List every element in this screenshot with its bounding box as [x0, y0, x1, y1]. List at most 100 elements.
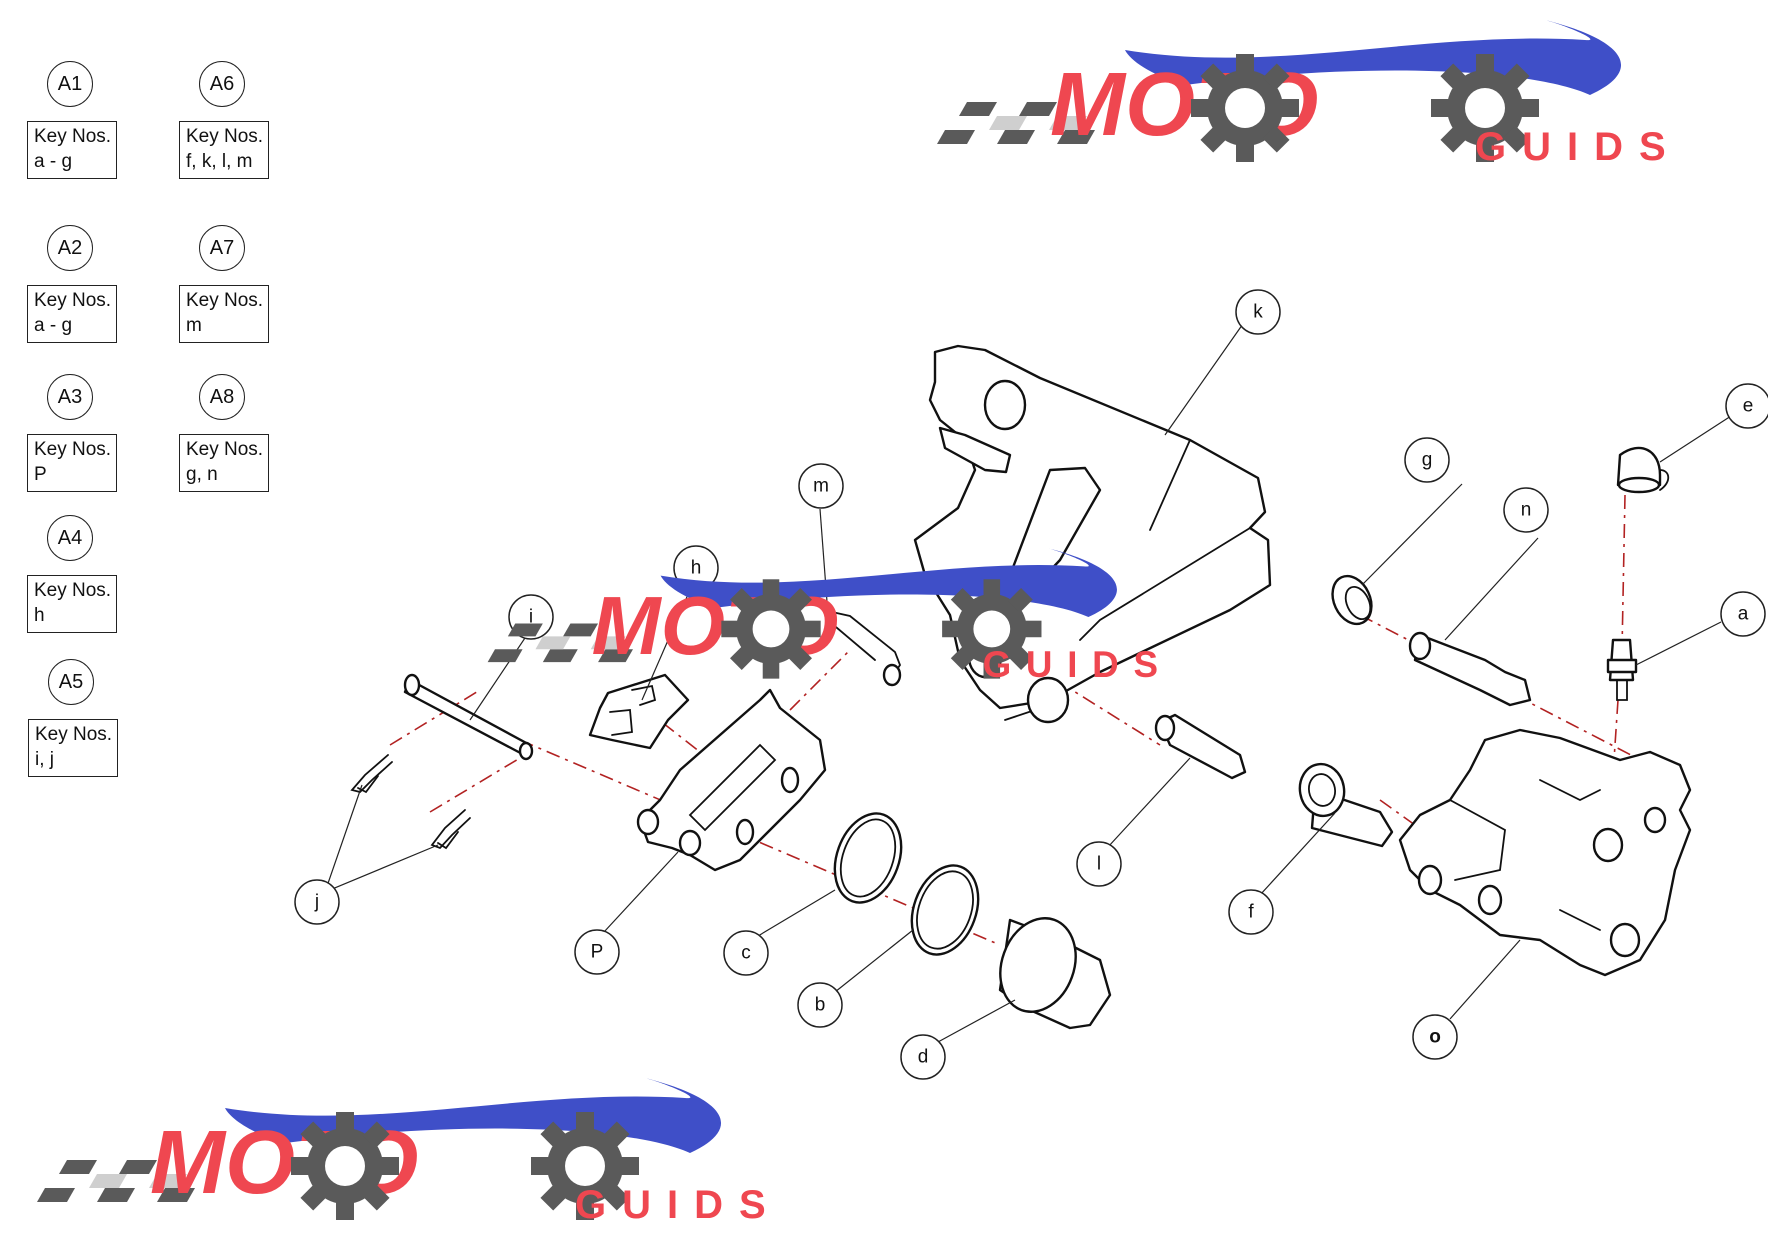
brake-pad-part [636, 688, 827, 872]
callout-g-label: g [1422, 450, 1433, 471]
leader-line [1107, 757, 1191, 848]
ref-key-box: Key Nos. a - g [27, 121, 117, 179]
ref-key-label: Key Nos. [186, 439, 264, 460]
logo-subtext: GUIDS [1475, 125, 1682, 169]
callout-l: l [1076, 841, 1122, 887]
ref-key-label: Key Nos. [34, 290, 112, 311]
leader-line [1444, 537, 1539, 641]
callout-m: m [798, 463, 844, 509]
callout-o: o [1412, 1014, 1458, 1060]
piston-part [998, 917, 1112, 1030]
ref-key-label: Key Nos. [186, 290, 264, 311]
ref-key-values: m [186, 315, 202, 336]
leader-line [834, 929, 914, 993]
leader-line [469, 631, 530, 721]
assembly-axis [389, 689, 481, 746]
ref-key-values: g, n [186, 464, 218, 485]
ref-circle: A4 [47, 515, 93, 561]
ref-key-label: Key Nos. [34, 126, 112, 147]
gear-icon [1191, 54, 1299, 162]
ref-key-box: Key Nos. i, j [28, 719, 118, 777]
bush-g-part [1331, 574, 1373, 626]
assembly-axis [1359, 614, 1661, 771]
bleed-screw-a-part [1606, 638, 1638, 701]
watermark-logo-center: MOTO GUIDS [487, 548, 1173, 685]
callout-i-label: i [529, 607, 533, 628]
ref-circle: A3 [47, 374, 93, 420]
ref-key-label: Key Nos. [34, 580, 112, 601]
ref-key-box: Key Nos. g, n [179, 434, 269, 492]
ref-key-box: Key Nos. f, k, l, m [179, 121, 269, 179]
callout-m-label: m [813, 476, 829, 497]
callout-p: P [574, 929, 620, 975]
callout-h-label: h [691, 558, 702, 579]
leader-line [1449, 939, 1521, 1020]
leader-line [324, 844, 439, 893]
retaining-pin-part [403, 673, 534, 761]
leader-line [603, 851, 679, 933]
leader-line [819, 508, 829, 616]
callout-a-label: a [1738, 604, 1749, 625]
callout-l-label: l [1097, 854, 1101, 875]
callout-e: e [1725, 383, 1768, 429]
callout-j-label: j [314, 892, 319, 913]
leader-line [641, 582, 694, 701]
gear-icon [291, 1112, 399, 1220]
leader-line [324, 784, 363, 893]
callout-k: k [1235, 289, 1281, 335]
leader-line [1361, 483, 1463, 586]
leader-line [1659, 415, 1732, 463]
guide-bolt-f-part [1298, 762, 1394, 848]
leader-line [757, 889, 836, 937]
assembly-axis [429, 757, 521, 813]
leader-line [937, 999, 1016, 1043]
guide-pin-l-part [1154, 713, 1247, 780]
ref-circle: A1 [47, 61, 93, 107]
leader-line [1164, 310, 1253, 436]
ref-key-values: h [34, 605, 45, 626]
anti-rattle-spring-part [588, 673, 690, 750]
ref-key-label: Key Nos. [34, 439, 112, 460]
watermark-logo-bottom-left: MOTO GUIDS [37, 1078, 766, 1227]
callout-d: d [900, 1034, 946, 1080]
assembly-axis [1621, 494, 1626, 651]
leader-line [1635, 621, 1722, 666]
callout-e-label: e [1743, 396, 1754, 417]
ref-key-label: Key Nos. [35, 724, 113, 745]
ref-key-values: a - g [34, 315, 73, 336]
watermark-logo-top-right: MOTO GUIDS [937, 20, 1682, 169]
callout-a: a [1720, 591, 1766, 637]
callout-n-label: n [1521, 500, 1532, 521]
ref-key-values: P [34, 464, 47, 485]
ref-key-box: Key Nos. h [27, 575, 117, 633]
ref-key-box: Key Nos. m [179, 285, 269, 343]
leader-line [1259, 812, 1336, 896]
ref-circle: A7 [199, 225, 245, 271]
callout-f-label: f [1248, 902, 1254, 923]
ref-circle: A6 [199, 61, 245, 107]
ref-key-values: f, k, l, m [186, 151, 253, 172]
dust-seal-b [910, 864, 980, 956]
callout-p-label: P [591, 942, 604, 963]
ref-circle: A8 [199, 374, 245, 420]
logo-subtext: GUIDS [983, 644, 1173, 685]
callout-c-label: c [741, 943, 751, 964]
bolt-n-part [1408, 631, 1532, 707]
callout-j: j [294, 879, 340, 925]
ref-key-box: Key Nos. P [27, 434, 117, 492]
ref-key-label: Key Nos. [186, 126, 264, 147]
callout-b: b [797, 982, 843, 1028]
callout-o-label: o [1429, 1027, 1441, 1048]
ref-key-box: Key Nos. a - g [27, 285, 117, 343]
ref-key-values: i, j [35, 749, 54, 770]
callout-d-label: d [918, 1047, 929, 1068]
callout-c: c [723, 930, 769, 976]
dust-cap-e-part [1616, 446, 1670, 494]
gear-icon [721, 579, 821, 679]
ref-circle: A5 [48, 659, 94, 705]
caliper-body-part [1398, 728, 1692, 977]
callout-k-label: k [1253, 302, 1263, 323]
callout-n: n [1503, 487, 1549, 533]
